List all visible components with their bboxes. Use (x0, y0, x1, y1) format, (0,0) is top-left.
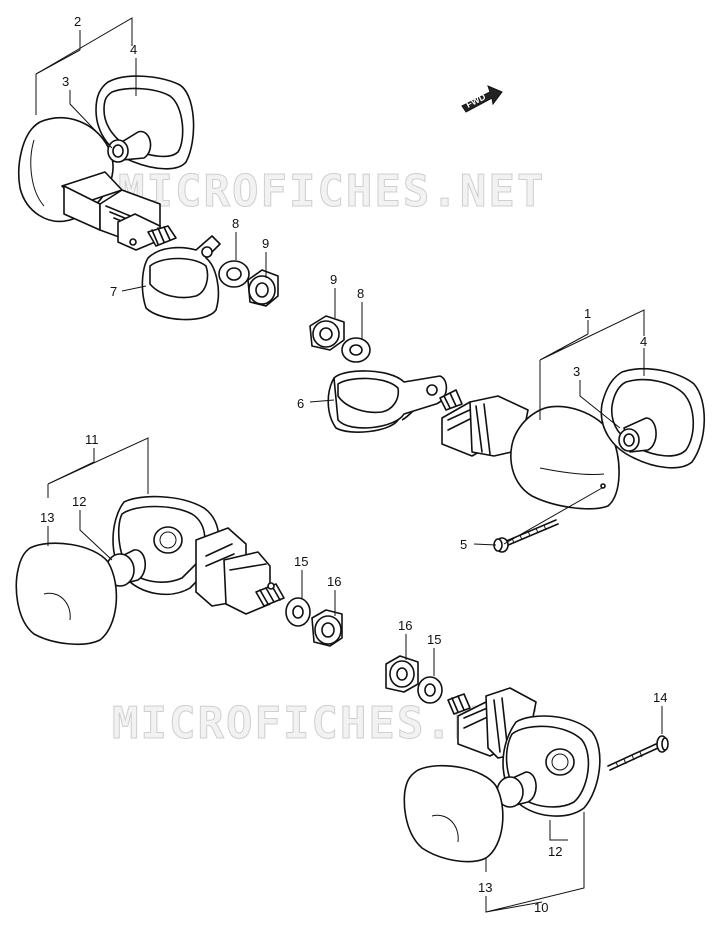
turn-signal-rear-right (403, 687, 601, 863)
nut-16-lower-left (311, 609, 343, 647)
callout-3-mid: 3 (573, 364, 580, 379)
turn-signal-front-right (439, 368, 706, 510)
callout-4-upper: 4 (130, 42, 137, 57)
callout-2: 2 (74, 14, 81, 29)
callout-14: 14 (653, 690, 667, 705)
fwd-arrow-icon: FWD (461, 85, 503, 113)
callout-15-left: 15 (294, 554, 308, 569)
screw-5 (493, 519, 559, 553)
callout-8-mid: 8 (357, 286, 364, 301)
washer-8-upper (218, 260, 250, 288)
callout-5: 5 (460, 537, 467, 552)
bracket-7 (141, 235, 221, 321)
callout-4-mid: 4 (640, 334, 647, 349)
callout-1: 1 (584, 306, 591, 321)
nut-9-mid (309, 315, 345, 351)
callout-9-upper: 9 (262, 236, 269, 251)
callout-6: 6 (297, 396, 304, 411)
callout-7: 7 (110, 284, 117, 299)
washer-8-mid (341, 337, 371, 363)
callout-12-left: 12 (72, 494, 86, 509)
callout-13-left: 13 (40, 510, 54, 525)
callout-13-right: 13 (478, 880, 492, 895)
washer-15-lower-left (285, 597, 311, 627)
turn-signal-front-left (18, 75, 195, 251)
callout-3-upper: 3 (62, 74, 69, 89)
callout-labels: 2 4 3 8 9 7 9 8 1 4 3 6 5 11 12 13 15 16… (40, 14, 667, 915)
callout-16-left: 16 (327, 574, 341, 589)
watermark-top: MICROFICHES.NET (118, 166, 545, 217)
callout-16-right: 16 (398, 618, 412, 633)
callout-11: 11 (85, 432, 99, 447)
leader-lines (35, 17, 663, 913)
bracket-6 (327, 370, 448, 433)
screw-14 (607, 735, 669, 771)
washer-15-lower-right (417, 676, 443, 704)
turn-signal-rear-left (15, 495, 285, 646)
nut-9-upper (247, 269, 279, 307)
callout-10: 10 (534, 900, 548, 915)
callout-15-right: 15 (427, 632, 441, 647)
nut-16-lower-right (385, 655, 419, 693)
callout-12-right: 12 (548, 844, 562, 859)
callout-9-mid: 9 (330, 272, 337, 287)
callout-8-upper: 8 (232, 216, 239, 231)
